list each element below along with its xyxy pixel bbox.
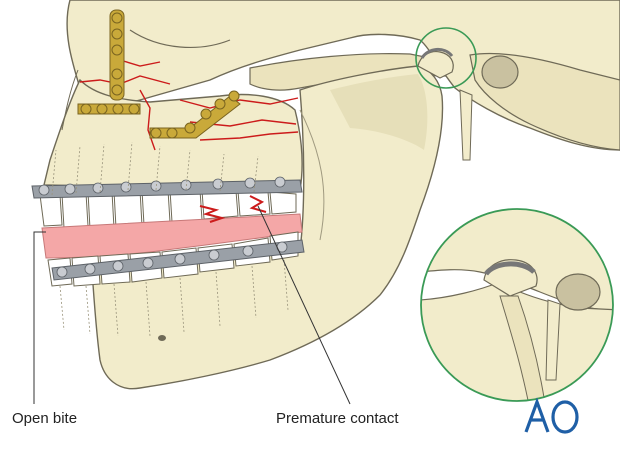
fixation-plate-horizontal (77, 90, 241, 139)
upper-roots (51, 141, 259, 196)
coronoid-line (299, 109, 325, 241)
mental-foramen (158, 335, 166, 341)
condyle-detail-inset (420, 208, 614, 402)
condyle-highlight-circle (415, 27, 477, 89)
lower-arch-bar (51, 239, 305, 281)
lower-roots (59, 259, 289, 337)
mandible (91, 65, 444, 390)
fixation-plate-vertical (109, 9, 125, 101)
ao-logo (524, 397, 579, 434)
open-bite-leader-line (33, 231, 46, 404)
open-bite-label: Open bite (12, 410, 78, 427)
upper-arch-bar (31, 176, 303, 199)
articular-disc (420, 48, 454, 59)
nasal-line (61, 69, 79, 131)
premature-contact-leader-line (257, 205, 351, 405)
premature-contact-mark (199, 195, 267, 223)
mastoid-process (481, 55, 519, 89)
styloid-process (459, 89, 473, 161)
premature-contact-label: Premature contact (276, 410, 399, 427)
orbit-rim (129, 29, 231, 48)
ramus-shade (330, 74, 428, 150)
